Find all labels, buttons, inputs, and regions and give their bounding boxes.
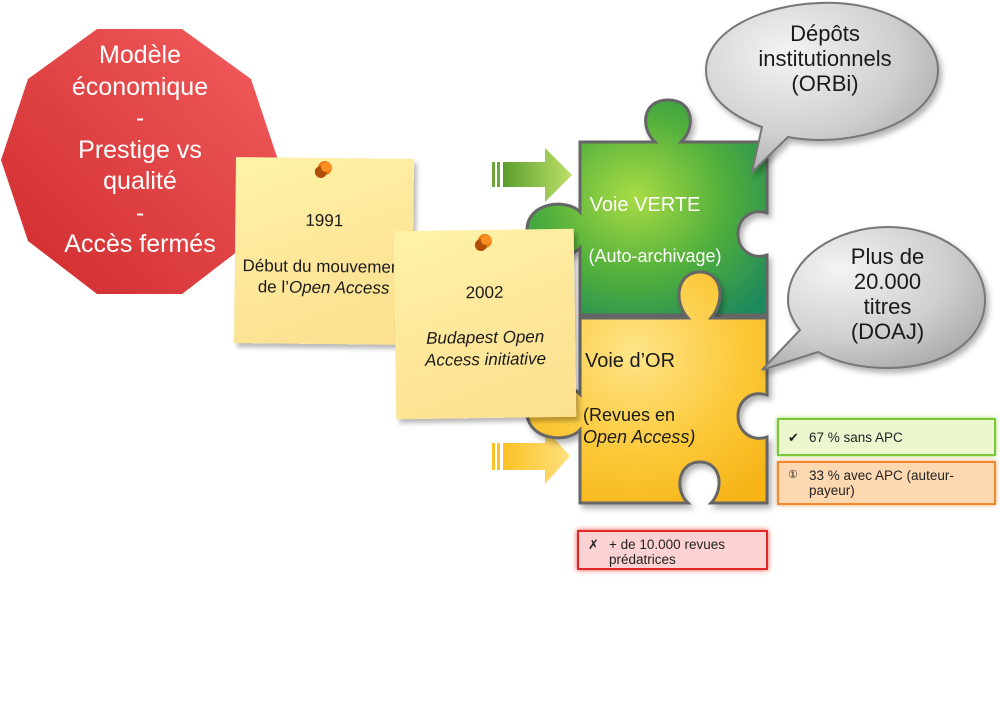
tag-line: 67 % sans APC xyxy=(809,430,903,445)
gold-puzzle-piece xyxy=(525,270,769,505)
bubble-doaj-text: Plus de 20.000 titres (DOAJ) xyxy=(810,244,965,344)
tag-line: payeur) xyxy=(809,483,855,498)
tag-line: 33 % avec APC (auteur- xyxy=(809,468,954,483)
note-line1: Budapest Open xyxy=(425,327,545,348)
octagon-line: qualité xyxy=(103,167,177,195)
sticky-note-2002: 2002 Budapest Open Access initiative xyxy=(393,228,577,420)
tag-with-apc: ① 33 % avec APC (auteur- payeur) xyxy=(777,461,996,505)
checkmark-icon: ✔ xyxy=(788,430,799,445)
note-line2: Access initiative xyxy=(424,349,547,370)
note-line2: de l’Open Access xyxy=(235,276,413,299)
pushpin-icon xyxy=(474,233,492,252)
tag-predatory: ✗ + de 10.000 revues prédatrices xyxy=(577,530,768,570)
gold-path-title: Voie d’OR xyxy=(585,350,676,372)
bubble-orbi-text: Dépôts institutionnels (ORBi) xyxy=(730,21,920,96)
bubble-line: 20.000 xyxy=(853,269,922,294)
note-line1: Début du mouvement xyxy=(242,256,406,277)
octagon-line: - xyxy=(135,198,145,227)
speech-bubble-doaj xyxy=(761,225,987,371)
bubble-line: (DOAJ) xyxy=(850,319,925,344)
speech-bubble-orbi xyxy=(704,1,940,176)
bubble-line: titres xyxy=(863,294,912,319)
octagon-line: économique xyxy=(71,72,209,101)
tag-line: prédatrices xyxy=(609,552,676,567)
octagon-line: Modèle xyxy=(99,41,181,69)
pushpin-icon xyxy=(314,161,332,178)
bubble-line: institutionnels xyxy=(758,46,892,71)
bubble-line: (ORBi) xyxy=(791,71,859,96)
green-path-title: Voie VERTE xyxy=(589,194,701,216)
green-path-subtitle: (Auto-archivage) xyxy=(588,246,722,266)
gold-path-subtitle-line1: (Revues en xyxy=(583,405,676,425)
note-year: 1991 xyxy=(305,210,344,231)
bubble-line: Dépôts xyxy=(790,21,860,46)
tag-line: + de 10.000 revues xyxy=(609,537,725,552)
bubble-line: Plus de xyxy=(850,244,925,269)
octagon-shape xyxy=(1,29,278,294)
note-year: 2002 xyxy=(465,282,504,303)
octagon-line: - xyxy=(135,104,145,132)
octagon-line: Accès fermés xyxy=(64,230,216,258)
gold-path-subtitle-line2: Open Access) xyxy=(583,427,696,447)
gold-arrow-icon xyxy=(492,428,570,484)
gold-path-subtitle: (Revues en Open Access) xyxy=(583,404,743,448)
octagon-label: Modèle économique - Prestige vs qualité … xyxy=(20,40,260,261)
octagon-line: Prestige vs xyxy=(78,135,202,164)
note-line2-prefix: de l’ xyxy=(257,277,290,297)
tag-no-apc: ✔ 67 % sans APC xyxy=(777,418,996,456)
note-line2-italic: Open Access xyxy=(288,277,390,298)
sticky-note-1991: 1991 Début du mouvement de l’Open Access xyxy=(234,157,414,345)
cross-icon: ✗ xyxy=(588,537,599,552)
green-arrow-icon xyxy=(492,148,572,202)
info-icon: ① xyxy=(788,469,798,481)
